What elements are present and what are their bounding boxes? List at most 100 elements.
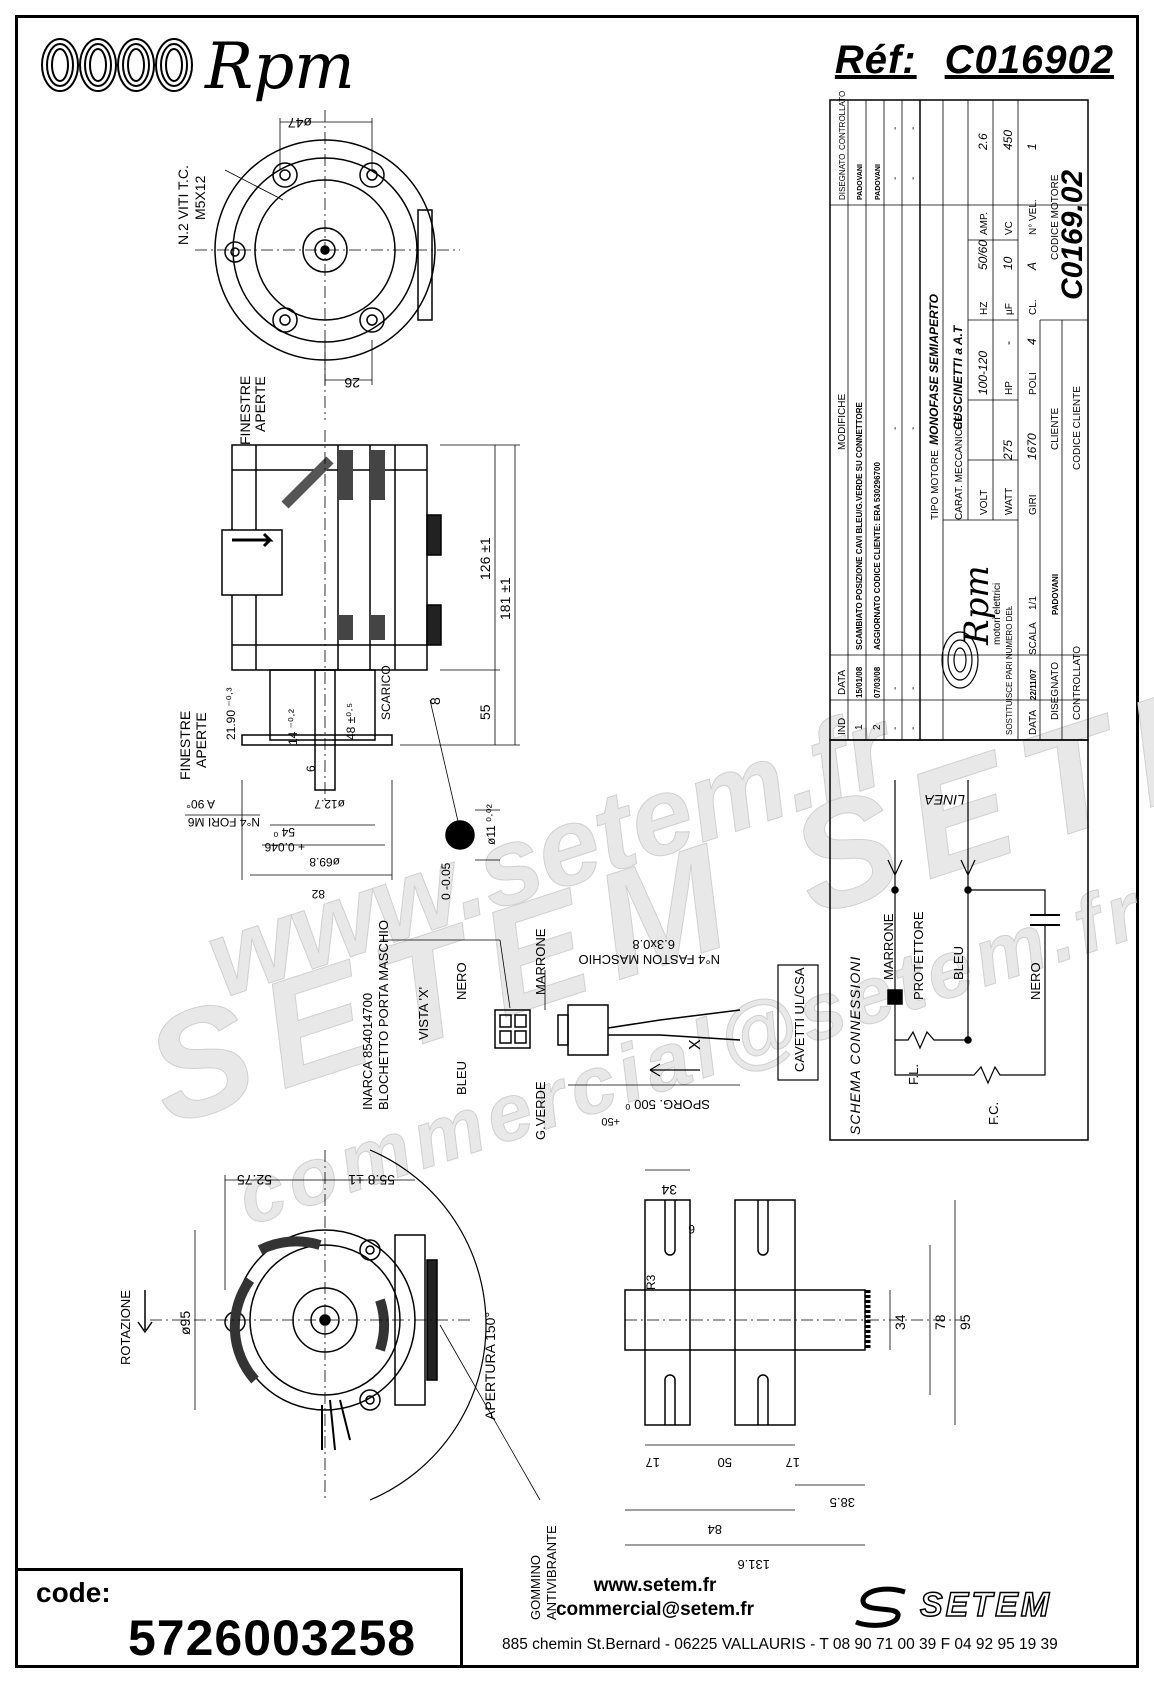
tb-rev2-ind: 2 bbox=[872, 724, 883, 730]
nvel-value: 1 bbox=[1025, 143, 1039, 150]
side-view bbox=[185, 430, 520, 880]
bracket-dim-84: 84 bbox=[708, 1522, 722, 1537]
tb-rev1-data: 15/01/08 bbox=[855, 666, 864, 698]
cavetti-label: CAVETTI UL/CSA bbox=[792, 967, 807, 1072]
tb-rev3-ind: - bbox=[890, 727, 901, 730]
tb-rev2-disegnato: PADOVANI bbox=[875, 164, 882, 200]
dim-52-75: 52.75 bbox=[237, 1172, 272, 1188]
drawing-sheet bbox=[15, 15, 1139, 1668]
hp-value: - bbox=[1001, 341, 1015, 345]
wiring-schema bbox=[829, 739, 1089, 1141]
footer-email[interactable]: commercial@setem.fr bbox=[555, 1599, 755, 1620]
scala-label: SCALA bbox=[1028, 622, 1039, 655]
tb-rev3-controllato: - bbox=[890, 127, 901, 130]
uf-label: µF bbox=[1004, 303, 1015, 315]
vc-label: VC bbox=[1004, 221, 1015, 235]
screws-label-line2: M5X12 bbox=[192, 175, 208, 220]
connector-nero: NERO bbox=[454, 962, 469, 1000]
poli-value: 4 bbox=[1025, 338, 1039, 345]
dim-126: 126 ±1 bbox=[477, 537, 493, 580]
data-value: 22/11/07 bbox=[1029, 669, 1038, 700]
dim-181: 181 ±1 bbox=[497, 577, 513, 620]
bracket-dim-r3: R3 bbox=[644, 1274, 658, 1290]
bracket-dim-50: 50 bbox=[718, 1455, 732, 1470]
footer-address: 885 chemin St.Bernard - 06225 VALLAURIS … bbox=[502, 1636, 1058, 1653]
front-view bbox=[137, 1149, 541, 1501]
windows-top-line1: FINESTRE bbox=[237, 376, 253, 445]
giri-value: 1670 bbox=[1025, 433, 1039, 460]
connector-marrone: MARRONE bbox=[533, 928, 548, 995]
sporg-tol: +50 bbox=[601, 1115, 620, 1127]
codice-motore-label: CODICE MOTORE bbox=[1050, 174, 1061, 260]
nvel-label: N° VEL. bbox=[1028, 199, 1039, 235]
controllato-label: CONTROLLATO bbox=[1072, 646, 1083, 720]
sporg-label: SPORG. 500 ⁰ bbox=[625, 1097, 710, 1112]
tb-rev1-modifiche: SCAMBIATO POSIZIONE CAVI BLEU/G.VERDE SU… bbox=[855, 401, 864, 650]
tb-rev4-modifiche: - bbox=[908, 427, 919, 430]
tipo-motore-value: MONOFASE SEMIAPERTO bbox=[927, 293, 941, 445]
bracket-dim-78: 78 bbox=[932, 1314, 948, 1330]
cliente-label: CLIENTE bbox=[1050, 407, 1061, 450]
ref-label: Réf: bbox=[834, 38, 917, 82]
poli-label: POLI bbox=[1028, 372, 1039, 395]
tb-rev3-disegnato: - bbox=[890, 177, 901, 180]
bracket-dim-17b: 17 bbox=[786, 1455, 800, 1470]
shaft-dim: ø11 ⁰·⁰² bbox=[484, 804, 498, 845]
uf-value: 10 bbox=[1001, 256, 1015, 270]
watermark: www.setem.fr SETEM SETEM commercial@sete… bbox=[126, 596, 1154, 1242]
disegnato-label: DISEGNATO bbox=[1050, 662, 1061, 720]
tb-hdr-ind: IND bbox=[837, 718, 848, 735]
tb-brand-sub: motori elettrici bbox=[992, 583, 1003, 645]
tb-rev3-data: - bbox=[890, 687, 901, 690]
bracket-dim-34-top: 34 bbox=[661, 1182, 677, 1198]
schema-fc: F.C. bbox=[986, 1102, 1001, 1125]
data-label: DATA bbox=[1028, 709, 1039, 735]
dim-26: 26 bbox=[344, 375, 360, 391]
holes-label: N°4 FORI M6 bbox=[188, 815, 260, 829]
inarca-line1: INARCA 854014700 bbox=[360, 993, 375, 1110]
bracket-dim-17a: 17 bbox=[646, 1455, 660, 1470]
bracket-dim-6: 6 bbox=[688, 1222, 695, 1236]
code-label: code: bbox=[36, 1577, 111, 1608]
carat-value: CUSCINETTI a A.T bbox=[951, 324, 965, 430]
vc-value: 450 bbox=[1001, 130, 1015, 150]
footer-website[interactable]: www.setem.fr bbox=[593, 1575, 717, 1596]
disegnato-value: PADOVANI bbox=[1051, 574, 1060, 615]
giri-label: GIRI bbox=[1028, 494, 1039, 515]
shaft-tol: 0 -0.05 bbox=[439, 862, 453, 900]
tb-rev3-modifiche: - bbox=[890, 427, 901, 430]
schema-nero: NERO bbox=[1028, 962, 1043, 1000]
title-block-rpm-coil-icon bbox=[941, 631, 979, 689]
tb-rev2-data: 07/03/08 bbox=[873, 666, 882, 698]
dim-21-90: 21.90 ⁻⁰·³ bbox=[224, 687, 238, 740]
sostituisce-label: SOSTITUISCE PARI NUMERO DEL bbox=[1005, 605, 1014, 735]
hz-label: HZ bbox=[979, 302, 990, 315]
rotazione-label: ROTAZIONE bbox=[118, 1290, 133, 1365]
dim-12-7: ø12.7 bbox=[314, 797, 345, 811]
tb-hdr-disegnato: DISEGNATO bbox=[838, 154, 847, 200]
bracket-dim-131-6: 131.6 bbox=[737, 1557, 770, 1572]
dim-54-tol: + 0.046 bbox=[264, 840, 305, 854]
dim-69-8: ø69.8 bbox=[309, 855, 340, 869]
vista-x-label: VISTA 'X' bbox=[416, 987, 431, 1040]
watt-label: WATT bbox=[1004, 488, 1015, 515]
setem-logo: SETEM bbox=[850, 1582, 1110, 1632]
bracket-dim-34: 34 bbox=[892, 1314, 908, 1330]
tb-rev1-disegnato: PADOVANI bbox=[857, 164, 864, 200]
cl-label: CL. bbox=[1028, 299, 1039, 315]
tb-hdr-controllato: CONTROLLATO bbox=[838, 91, 847, 150]
dim-95-front: ø95 bbox=[177, 1311, 193, 1335]
connector-g-verde: G.VERDE bbox=[533, 1081, 548, 1140]
setem-brand: SETEM bbox=[919, 1585, 1053, 1625]
dim-diameter-47: ø47 bbox=[288, 115, 312, 131]
dim-6-side: 6 bbox=[304, 765, 318, 772]
tb-hdr-data: DATA bbox=[837, 669, 848, 695]
dim-82: 82 bbox=[311, 887, 325, 901]
schema-marrone: MARRONE bbox=[881, 913, 896, 980]
top-view bbox=[195, 110, 460, 420]
setem-swirl-icon bbox=[855, 1586, 906, 1628]
bracket-dim-95: 95 bbox=[957, 1314, 973, 1330]
codice-cliente-label: CODICE CLIENTE bbox=[1072, 386, 1083, 470]
rpm-logo: Rpm bbox=[40, 30, 370, 105]
faston-line2: 6.3x0.8 bbox=[632, 937, 675, 952]
